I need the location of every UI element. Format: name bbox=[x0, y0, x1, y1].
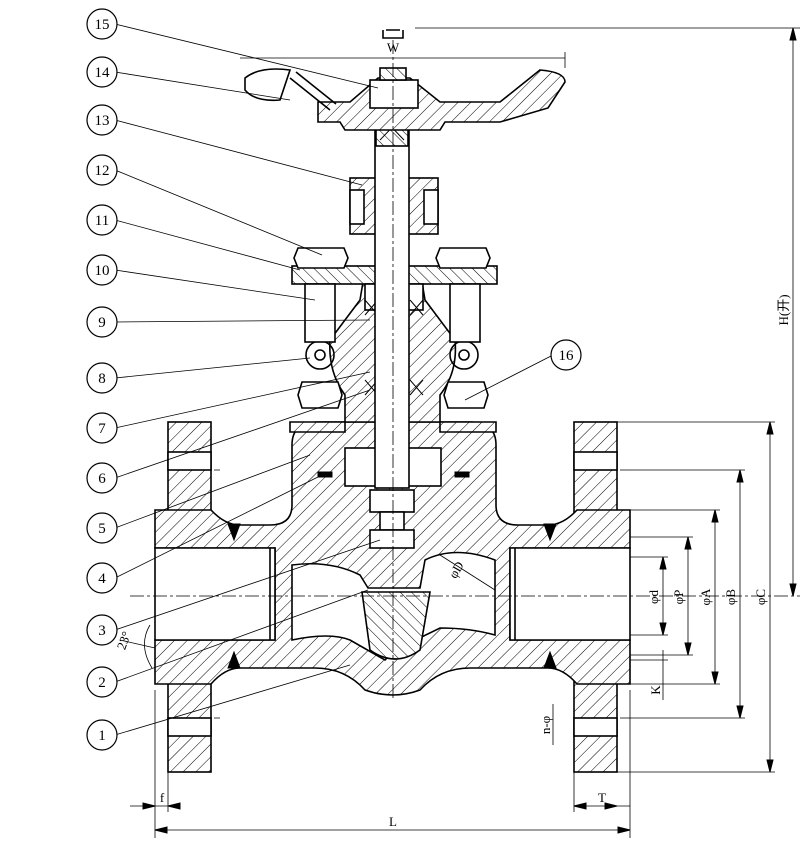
callout-6: 6 bbox=[86, 462, 118, 494]
callout-16: 16 bbox=[550, 339, 582, 371]
callout-14: 14 bbox=[86, 56, 118, 88]
dim-w-label: W bbox=[387, 40, 400, 55]
handwheel bbox=[244, 67, 566, 131]
callout-9: 9 bbox=[86, 306, 118, 338]
callout-11: 11 bbox=[86, 204, 118, 236]
dim-t-label: T bbox=[598, 790, 606, 805]
callout-15: 15 bbox=[86, 8, 118, 40]
callout-3: 3 bbox=[86, 614, 118, 646]
dim-l-label: L bbox=[389, 814, 397, 829]
callout-10-label: 10 bbox=[95, 263, 110, 279]
dim-h-label: H(开) bbox=[776, 294, 791, 325]
valve-body bbox=[154, 421, 631, 773]
dim-d-label: φd bbox=[646, 590, 661, 605]
dimensions: W H(开) φC φB φA φP bbox=[114, 27, 800, 838]
dim-c-label: φC bbox=[753, 589, 768, 605]
callout-2-label: 2 bbox=[98, 675, 106, 691]
callout-14-label: 14 bbox=[95, 65, 111, 81]
callout-8: 8 bbox=[86, 362, 118, 394]
callout-11-label: 11 bbox=[95, 213, 109, 229]
callout-9-label: 9 bbox=[98, 315, 106, 331]
callout-10: 10 bbox=[86, 254, 118, 286]
callout-15-label: 15 bbox=[95, 17, 110, 33]
callout-bubbles: 15 14 13 12 11 10 9 8 bbox=[86, 8, 582, 751]
dim-b-label: φB bbox=[723, 589, 738, 606]
callout-13-label: 13 bbox=[95, 113, 110, 129]
callout-1-label: 1 bbox=[98, 728, 106, 744]
callout-12-label: 12 bbox=[95, 163, 110, 179]
dim-f-label: f bbox=[160, 790, 165, 805]
callout-5-label: 5 bbox=[98, 521, 106, 537]
callout-2: 2 bbox=[86, 666, 118, 698]
callout-16-label: 16 bbox=[559, 348, 575, 364]
callout-7-label: 7 bbox=[98, 421, 106, 437]
leader-lines bbox=[114, 23, 554, 736]
callout-5: 5 bbox=[86, 512, 118, 544]
dim-nphi-label: n-φ bbox=[538, 716, 553, 734]
dim-a-label: φA bbox=[698, 588, 713, 606]
callout-3-label: 3 bbox=[98, 623, 106, 639]
callout-13: 13 bbox=[86, 104, 118, 136]
dim-angle-label: 23° bbox=[114, 629, 134, 651]
dim-k-label: K bbox=[648, 685, 663, 695]
dim-D-label: φD bbox=[445, 559, 466, 581]
callout-4-label: 4 bbox=[98, 571, 106, 587]
callout-8-label: 8 bbox=[98, 371, 106, 387]
dim-p-label: φP bbox=[671, 590, 686, 605]
stem bbox=[369, 107, 415, 549]
callout-6-label: 6 bbox=[98, 471, 106, 487]
callout-4: 4 bbox=[86, 562, 118, 594]
callout-12: 12 bbox=[86, 154, 118, 186]
callout-1: 1 bbox=[86, 719, 118, 751]
callout-7: 7 bbox=[86, 412, 118, 444]
